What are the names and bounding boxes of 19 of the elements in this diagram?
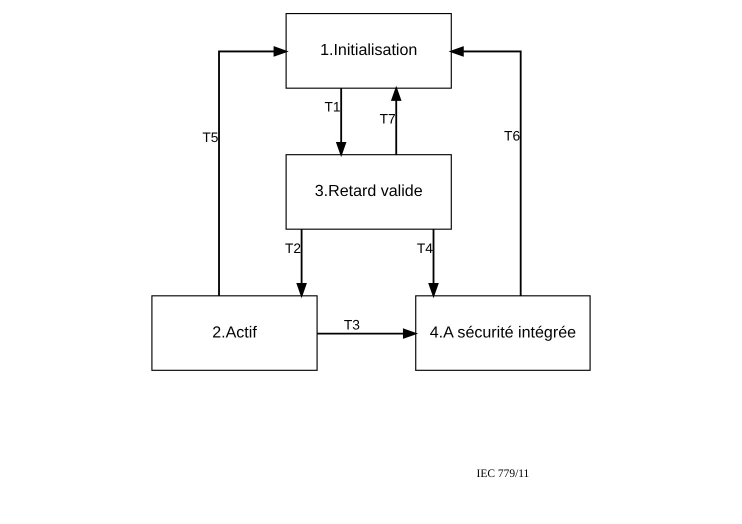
edge-label: T4 <box>416 240 433 256</box>
arrow <box>428 228 439 298</box>
edge-label: T6 <box>504 128 520 144</box>
node-box: 2.Actif <box>151 294 318 370</box>
label: IEC 779/11 <box>476 468 530 480</box>
arrow <box>317 328 418 338</box>
arrow <box>336 88 346 157</box>
arrow <box>390 85 402 154</box>
edge-label: T1 <box>324 99 341 114</box>
edge-label: T7 <box>380 110 396 126</box>
edge-label: T2 <box>284 240 302 256</box>
edge-label: T5 <box>202 129 218 144</box>
arrow <box>296 228 307 298</box>
node-box: 1.Initialisation <box>286 12 452 88</box>
node-box: 3.Retard valide <box>286 154 452 230</box>
arrow <box>448 46 522 296</box>
node-box: 4.A sécurité intégrée <box>415 294 591 370</box>
edge-label: T3 <box>344 317 360 332</box>
arrow <box>218 46 289 296</box>
